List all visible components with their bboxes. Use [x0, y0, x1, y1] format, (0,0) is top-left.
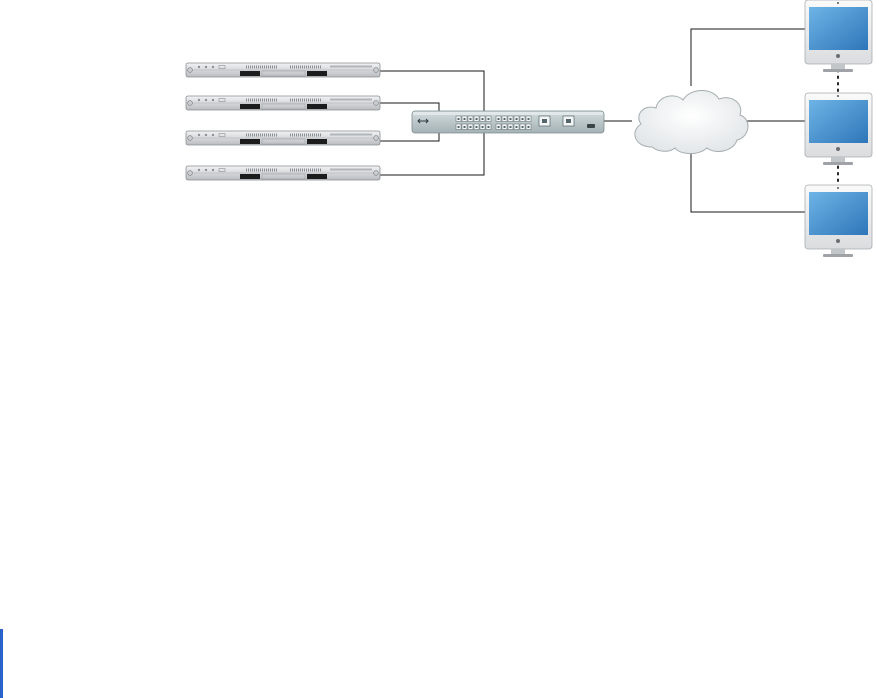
monitor-screen — [809, 100, 868, 143]
link-server-4-switch — [380, 133, 484, 175]
network-switch — [412, 111, 604, 133]
link-cloud-client-1 — [691, 29, 805, 86]
network-cloud — [635, 90, 748, 153]
client-1 — [805, 0, 872, 72]
client-computers — [805, 0, 872, 257]
server-3 — [186, 131, 380, 145]
page-edge-bar — [0, 629, 3, 698]
switch-console-port — [587, 124, 595, 128]
server-4 — [186, 166, 380, 180]
server-1 — [186, 63, 380, 77]
client-2 — [805, 93, 872, 165]
server-rack — [186, 63, 380, 180]
link-server-1-switch — [380, 71, 484, 112]
monitor-screen — [809, 7, 868, 50]
monitor-screen — [809, 192, 868, 235]
link-cloud-client-3 — [691, 154, 805, 212]
monitor-logo-icon — [836, 54, 840, 58]
monitor-logo-icon — [836, 147, 840, 151]
monitor-logo-icon — [836, 239, 840, 243]
server-2 — [186, 96, 380, 110]
client-3 — [805, 185, 872, 257]
